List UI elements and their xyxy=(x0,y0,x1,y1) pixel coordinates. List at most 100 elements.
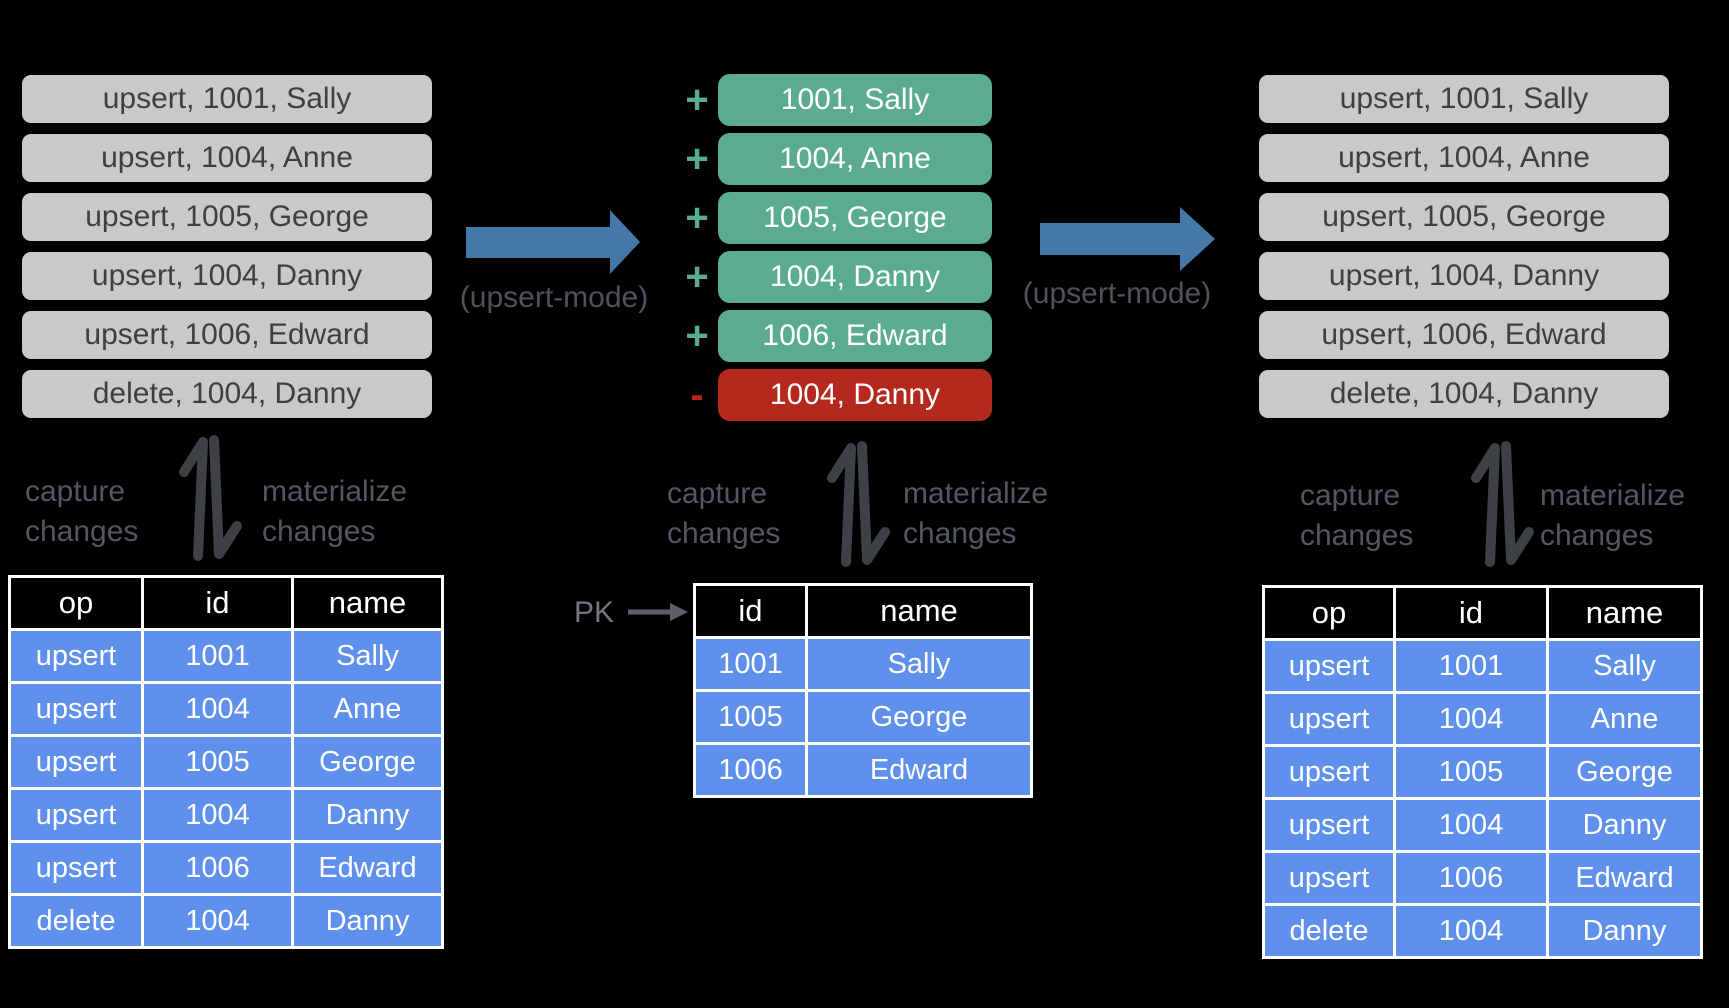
materialize-changes-line1: materialize xyxy=(903,477,1049,510)
event-box: delete, 1004, Danny xyxy=(1259,370,1669,418)
column-header: id xyxy=(141,575,294,631)
table-cell: 1004 xyxy=(141,681,294,737)
materialize-changes-label: materialize changes xyxy=(903,474,1048,554)
column-header: name xyxy=(1546,585,1703,641)
column-header: name xyxy=(805,583,1033,639)
table-cell: delete xyxy=(8,893,144,949)
table-cell: Anne xyxy=(1546,691,1703,747)
event-box: upsert, 1005, George xyxy=(1259,193,1669,241)
table-cell: 1001 xyxy=(1393,638,1549,694)
changelog-row: +1006, Edward xyxy=(676,310,992,362)
plus-icon: + xyxy=(685,137,709,181)
upsert-mode-arrow-icon xyxy=(466,210,640,274)
pk-arrow-icon xyxy=(628,603,688,621)
table-cell: 1004 xyxy=(1393,797,1549,853)
minus-icon: - xyxy=(690,373,704,417)
event-box: upsert, 1005, George xyxy=(22,193,432,241)
table-cell: upsert xyxy=(8,734,144,790)
table-cell: upsert xyxy=(1262,638,1396,694)
table-cell: Anne xyxy=(291,681,444,737)
table-cell: George xyxy=(1546,744,1703,800)
changelog-box: 1001, Sally xyxy=(718,74,992,126)
table-cell: upsert xyxy=(8,681,144,737)
materialize-changes-line1: materialize xyxy=(1540,479,1686,512)
capture-changes-line2: changes xyxy=(667,517,781,550)
materialize-changes-label: materialize changes xyxy=(262,472,407,552)
event-box: upsert, 1006, Edward xyxy=(22,311,432,359)
capture-changes-line1: capture xyxy=(1300,479,1401,512)
table-cell: upsert xyxy=(8,840,144,896)
changelog-row: +1004, Danny xyxy=(676,251,992,303)
table-cell: 1004 xyxy=(1393,903,1549,959)
column-header: id xyxy=(693,583,808,639)
materialize-changes-line2: changes xyxy=(262,515,376,548)
table-cell: George xyxy=(805,689,1033,745)
table-cell: upsert xyxy=(1262,691,1396,747)
capture-changes-line1: capture xyxy=(25,475,126,508)
upsert-mode-label: (upsert-mode) xyxy=(459,281,649,314)
capture-changes-label: capture changes xyxy=(667,474,780,554)
table-cell: George xyxy=(291,734,444,790)
capture-changes-line1: capture xyxy=(667,477,768,510)
table-cell: delete xyxy=(1262,903,1396,959)
event-box: upsert, 1004, Anne xyxy=(1259,134,1669,182)
pk-label: PK xyxy=(573,596,615,629)
table-cell: 1004 xyxy=(1393,691,1549,747)
changelog-box: 1004, Anne xyxy=(718,133,992,185)
upsert-mode-label: (upsert-mode) xyxy=(1022,277,1212,310)
event-box: upsert, 1004, Danny xyxy=(1259,252,1669,300)
capture-changes-line2: changes xyxy=(1300,519,1414,552)
changelog-box: 1006, Edward xyxy=(718,310,992,362)
event-box: upsert, 1004, Danny xyxy=(22,252,432,300)
plus-icon: + xyxy=(685,78,709,122)
event-box: upsert, 1004, Anne xyxy=(22,134,432,182)
column-header: op xyxy=(1262,585,1396,641)
table-cell: upsert xyxy=(1262,797,1396,853)
table-cell: 1006 xyxy=(1393,850,1549,906)
table-cell: 1005 xyxy=(1393,744,1549,800)
plus-icon: + xyxy=(685,314,709,358)
changelog-row: -1004, Danny xyxy=(676,369,992,421)
table-cell: Sally xyxy=(291,628,444,684)
changelog-row: +1001, Sally xyxy=(676,74,992,126)
table-cell: Danny xyxy=(1546,903,1703,959)
table-cell: Sally xyxy=(1546,638,1703,694)
table-cell: Danny xyxy=(291,787,444,843)
table-cell: Edward xyxy=(1546,850,1703,906)
table-cell: 1001 xyxy=(141,628,294,684)
table-cell: upsert xyxy=(8,628,144,684)
event-box: upsert, 1001, Sally xyxy=(22,75,432,123)
table-cell: upsert xyxy=(8,787,144,843)
materialize-changes-line1: materialize xyxy=(262,475,408,508)
changelog-row: +1005, George xyxy=(676,192,992,244)
materialize-changes-line2: changes xyxy=(903,517,1017,550)
table-cell: 1005 xyxy=(141,734,294,790)
capture-changes-label: capture changes xyxy=(25,472,138,552)
event-box: upsert, 1006, Edward xyxy=(1259,311,1669,359)
changelog-box: 1004, Danny xyxy=(718,369,992,421)
capture-materialize-arrows-icon xyxy=(1471,441,1534,567)
capture-changes-label: capture changes xyxy=(1300,476,1413,556)
materialize-changes-line2: changes xyxy=(1540,519,1654,552)
changelog-stream-left: upsert, 1001, Sally upsert, 1004, Anne ups… xyxy=(22,75,432,429)
upsert-changelog-stream: +1001, Sally+1004, Anne+1005, George+100… xyxy=(676,74,992,428)
table-cell: 1005 xyxy=(693,689,808,745)
changelog-row: +1004, Anne xyxy=(676,133,992,185)
column-header: op xyxy=(8,575,144,631)
